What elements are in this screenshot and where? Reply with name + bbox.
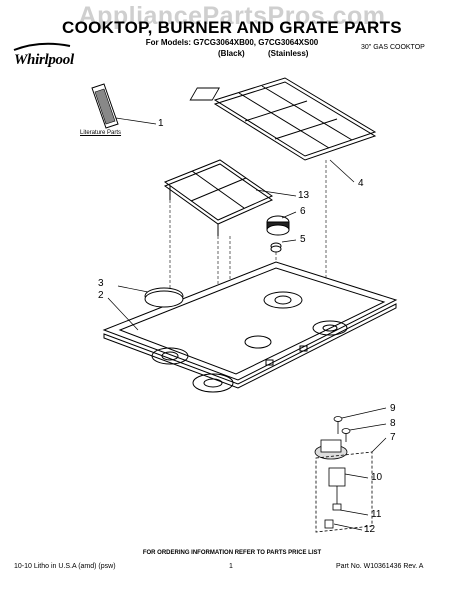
literature-parts-drawing [91,83,119,129]
page-title: COOKTOP, BURNER AND GRATE PARTS [62,18,402,37]
callout-6: 6 [300,206,306,217]
product-type: 30" GAS COOKTOP [361,44,425,51]
part-number: Part No. W10361436 Rev. A [336,563,424,570]
brand-swoosh-icon [13,42,71,51]
callout-12: 12 [364,524,376,535]
callout-13: 13 [298,190,310,201]
callout-5: 5 [300,234,306,245]
watermark: AppliancePartsPros.com [78,2,386,30]
model-numbers: For Models: G7CG3064XB00, G7CG3064XS00 [145,38,319,47]
whirlpool-logo: Whirlpool [14,52,74,68]
callout-3: 3 [98,278,104,289]
callout-2: 2 [98,290,104,301]
callout-7: 7 [390,432,396,443]
valve-assembly-drawing [314,416,373,533]
callout-1: 1 [158,118,164,129]
ordering-note: FOR ORDERING INFORMATION REFER TO PARTS … [142,550,322,556]
cooktop-drawing [102,261,398,393]
callout-9: 9 [390,403,396,414]
variant-black: (Black) [218,49,245,58]
small-grate-drawing [163,159,274,236]
knob-drawing [266,215,290,236]
large-grate-drawing [189,77,377,161]
callout-11: 11 [371,509,382,520]
callout-10: 10 [371,472,383,483]
literature-parts-label: Literature Parts [80,130,122,136]
burner-cap-drawing [144,287,184,308]
page-number: 1 [229,563,233,570]
callout-8: 8 [390,418,396,429]
callout-4: 4 [358,178,364,189]
variant-stainless: (Stainless) [268,49,309,58]
nut-drawing [270,242,282,253]
print-info: 10-10 Litho in U.S.A (amd) (psw) [14,563,116,570]
